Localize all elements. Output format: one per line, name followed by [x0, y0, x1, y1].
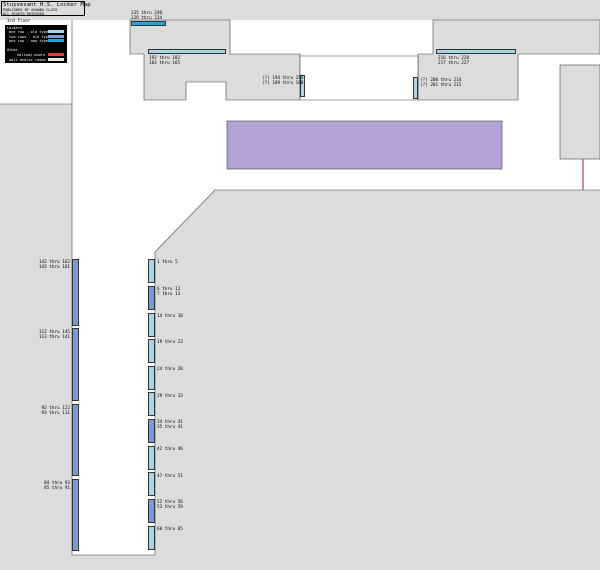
legend-swatch: [48, 30, 64, 33]
floor-label: 3rd floor: [7, 19, 31, 24]
locker-label-east-11: 60 thru 65: [157, 527, 183, 532]
locker-bank-mid-left[interactable]: [300, 75, 305, 97]
locker-bank-west-3[interactable]: [72, 404, 79, 476]
map-title: Stuyvesant H.S. Locker Map: [3, 2, 91, 8]
locker-bank-east-5[interactable]: [148, 366, 155, 390]
legend-other-heading: Other: [7, 48, 18, 52]
legend-item-label: two rows - old type: [9, 34, 51, 39]
locker-label-east-4: 19 thru 23: [157, 340, 183, 345]
locker-bank-mid-right[interactable]: [413, 77, 418, 99]
locker-label-east-10: 52 thru 56 53 thru 59: [157, 500, 183, 510]
locker-label-east-1: 1 thru 5: [157, 260, 178, 265]
legend-item-label: one row - old type: [9, 30, 48, 34]
locker-bank-east-9[interactable]: [148, 472, 155, 496]
locker-label-mid-left: (?) 194 thru 195 (?) 189 thru 190: [262, 76, 304, 86]
locker-bank-west-4[interactable]: [72, 479, 79, 551]
locker-label-west-1: 142 thru 162 143 thru 161: [38, 260, 70, 270]
locker-label-east-3: 14 thru 18: [157, 314, 183, 319]
title-box: Stuyvesant H.S. Locker Map PUBLISHED BY …: [1, 1, 91, 16]
rights-notice: ALL RIGHTS RESERVED: [3, 12, 45, 16]
locker-bank-east-4[interactable]: [148, 339, 155, 363]
locker-label-east-5: 24 thru 28: [157, 367, 183, 372]
publisher-credit: PUBLISHED BY SHAWNS CLUTH: [3, 8, 58, 12]
room-top-center-right: [417, 19, 600, 101]
locker-label-top-left: 192 thru 182 183 thru 165: [149, 56, 181, 66]
locker-bank-east-11[interactable]: [148, 526, 155, 550]
locker-bank-east-8[interactable]: [148, 446, 155, 470]
locker-label-west-4: 84 thru 93 85 thru 91: [44, 481, 70, 491]
legend-lockers-heading: Lockers: [7, 26, 23, 30]
legend-swatch: [48, 57, 64, 61]
locker-label-top-new: 235 thru 240 229 thru 234: [131, 11, 163, 21]
locker-bank-top-right[interactable]: [436, 49, 516, 54]
locker-label-east-2: 6 thru 12 7 thru 13: [157, 287, 181, 297]
purple-room: [226, 120, 503, 170]
locker-bank-west-1[interactable]: [72, 259, 79, 326]
locker-bank-top-left[interactable]: [148, 49, 226, 54]
locker-bank-east-10[interactable]: [148, 499, 155, 523]
locker-bank-east-3[interactable]: [148, 313, 155, 337]
legend-swatch: [48, 34, 64, 38]
locker-bank-east-1[interactable]: [148, 259, 155, 283]
locker-bank-east-2[interactable]: [148, 286, 155, 310]
legend-item-label: hallway doors: [17, 53, 46, 57]
locker-bank-east-6[interactable]: [148, 392, 155, 416]
locker-label-east-7: 34 thru 41 35 thru 41: [157, 420, 183, 430]
room-east: [559, 64, 600, 160]
locker-label-east-9: 47 thru 51: [157, 474, 183, 479]
locker-label-mid-right: (?) 200 thru 214 (?) 201 thru 215: [420, 78, 462, 88]
legend-item-label: wall and/or rooms: [9, 57, 46, 62]
room-middle-gap: [299, 55, 419, 101]
room-top-center-left: [129, 19, 301, 101]
locker-label-west-2: 112 thru 145 113 thru 141: [38, 330, 70, 340]
locker-bank-west-2[interactable]: [72, 328, 79, 401]
legend-swatch: [48, 53, 64, 56]
locker-label-east-6: 29 thru 33: [157, 394, 183, 399]
locker-bank-top-new[interactable]: [131, 21, 166, 26]
legend-item-label: one row - new type: [9, 39, 48, 43]
locker-bank-east-7[interactable]: [148, 419, 155, 443]
locker-label-west-3: 92 thru 122 93 thru 111: [41, 406, 70, 416]
legend-swatch: [48, 39, 64, 42]
legend: Lockers one row - old type two rows - ol…: [5, 25, 67, 63]
locker-label-top-right: 216 thru 228 217 thru 227: [438, 56, 470, 66]
locker-label-east-8: 42 thru 46: [157, 447, 183, 452]
